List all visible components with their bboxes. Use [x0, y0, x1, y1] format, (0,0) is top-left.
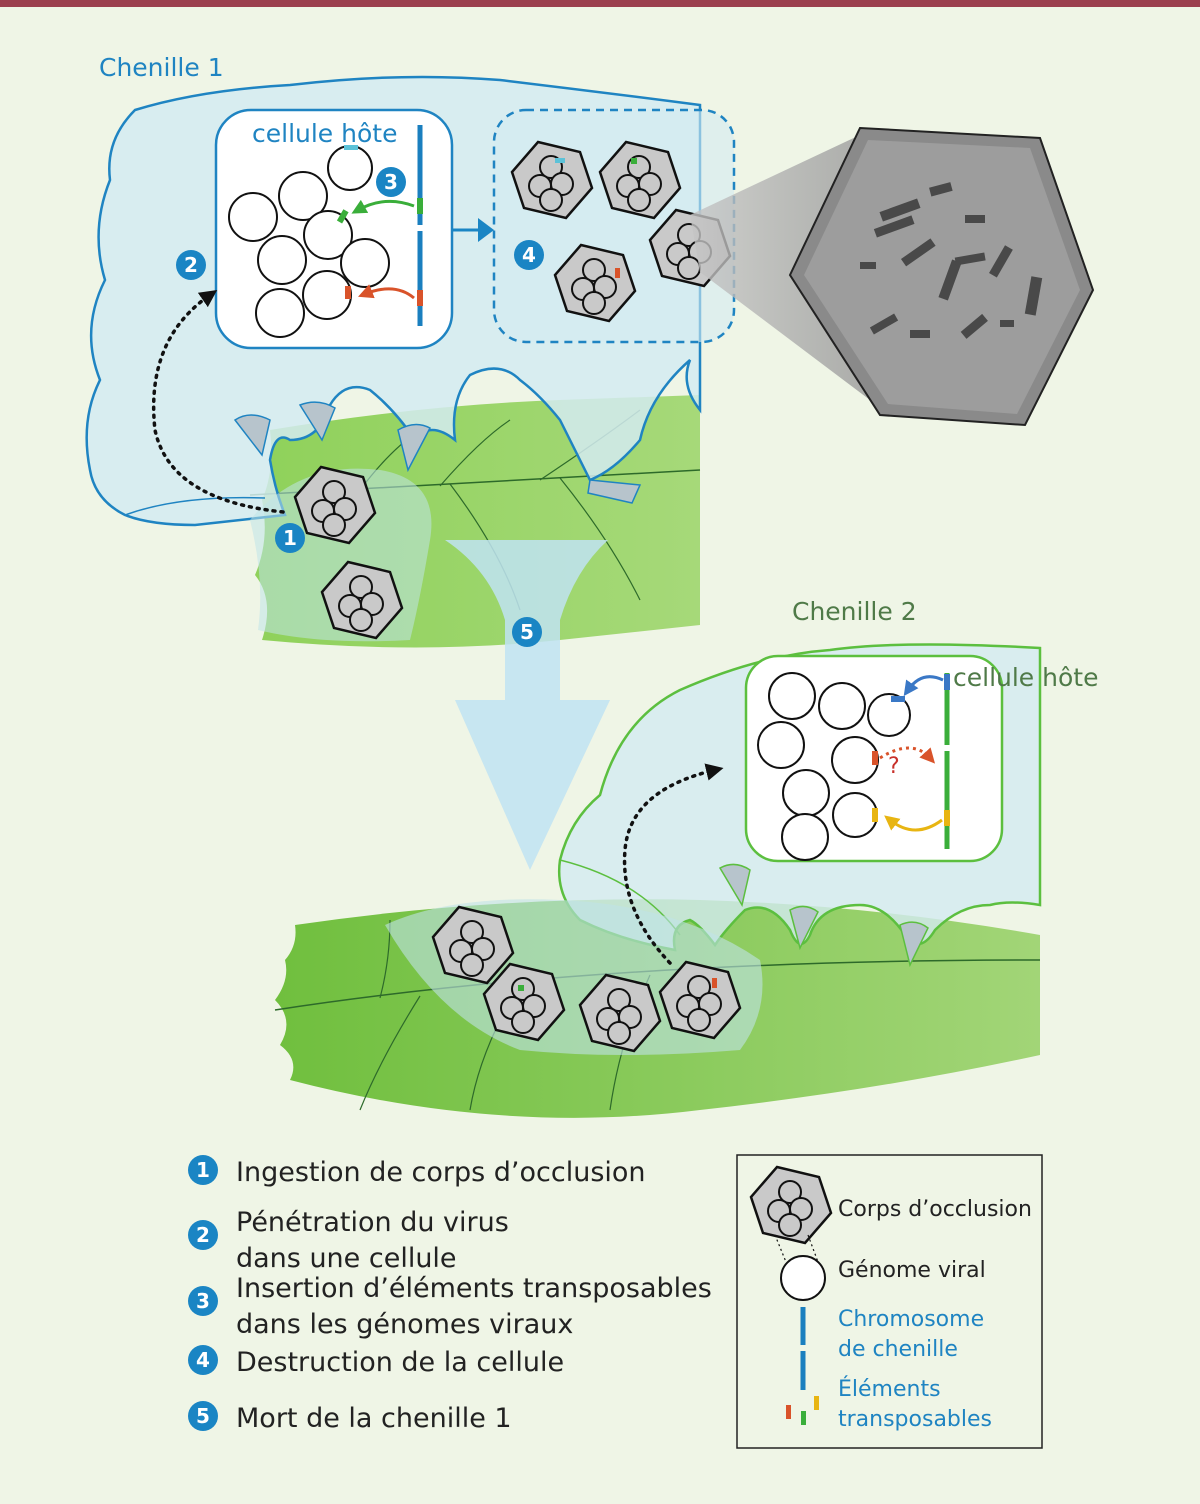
micrograph-inner [804, 140, 1080, 414]
caterpillar-1-head-line [124, 496, 266, 516]
legend-step-5: 5 Mort de la chenille 1 [188, 1401, 716, 1437]
te-red-ob-2 [712, 978, 717, 988]
te-yellow-chromosome-2 [944, 810, 950, 826]
host-cell-1-label: cellule hôte [252, 119, 398, 148]
te-cyan-ob [555, 158, 565, 163]
caterpillar-2-proleg [789, 905, 819, 951]
key-te-green [801, 1411, 806, 1425]
te-green-genome [336, 209, 349, 224]
question-mark: ? [888, 754, 900, 779]
leaf-1-vein-b [439, 419, 511, 487]
caterpillar-1-proleg [298, 401, 336, 442]
legend-badge-5: 5 [188, 1401, 218, 1431]
te-blue-genome [891, 696, 905, 702]
viral-genomes-cell-2 [757, 672, 911, 861]
arrow-green-insertion [351, 199, 415, 214]
step-badge-1: 1 [275, 523, 305, 553]
te-red-genome [345, 286, 351, 299]
legend-step-3: 3 Insertion d’éléments transposables dan… [188, 1271, 716, 1343]
dotted-arrow-penetration-2 [622, 763, 724, 965]
arrow-destruction-head [478, 218, 494, 242]
legend-text-1: Ingestion de corps d’occlusion [236, 1157, 646, 1188]
arrow-blue-insertion [903, 675, 944, 697]
micrograph-virions [860, 182, 1043, 339]
te-green-ob-2 [518, 985, 524, 991]
te-red-chromosome-1 [417, 290, 423, 306]
caterpillar-2-proleg [718, 863, 751, 907]
te-green-ob [631, 158, 637, 164]
viral-genomes-cell-1 [228, 145, 390, 338]
caterpillar-1-proleg [587, 479, 642, 504]
key-chromosome-label: Chromosome de chenille [838, 1307, 985, 1362]
legend-text-5: Mort de la chenille 1 [236, 1403, 512, 1434]
leaf-1-vein-d [559, 477, 641, 601]
arrow-yellow-insertion [884, 815, 943, 832]
caterpillar-2-proleg [899, 921, 929, 968]
legend-text-2: Pénétration du virus dans une cellule [236, 1207, 509, 1274]
te-red-genome-2 [872, 751, 878, 765]
te-red-ob [615, 268, 620, 278]
legend-text-4: Destruction de la cellule [236, 1347, 565, 1378]
step-badge-2: 2 [176, 250, 206, 280]
caterpillar-1-proleg [233, 414, 271, 457]
key-transposable-label: Éléments transposables [838, 1377, 992, 1432]
legend-badge-1: 1 [188, 1155, 218, 1185]
host-cell-2-label: cellule hôte [953, 663, 1099, 692]
te-yellow-genome [872, 808, 878, 822]
key-te-yellow [814, 1396, 819, 1410]
step-badge-4: 4 [514, 240, 544, 270]
step-badge-3: 3 [376, 167, 406, 197]
transfer-funnel [445, 540, 610, 870]
legend-step-2: 2 Pénétration du virus dans une cellule [188, 1205, 526, 1277]
caterpillar-1-proleg [397, 423, 432, 473]
key-occlusion-body-label: Corps d’occlusion [838, 1197, 1032, 1222]
top-bar [0, 0, 1200, 7]
step-badge-5: 5 [512, 617, 542, 647]
legend-badge-2: 2 [188, 1220, 218, 1250]
te-green-chromosome-1 [417, 198, 423, 214]
legend-text-3: Insertion d’éléments transposables dans … [236, 1273, 712, 1340]
key-te-red [786, 1405, 791, 1419]
leaf-2-vein-d [359, 995, 421, 1111]
legend-step-4: 4 Destruction de la cellule [188, 1345, 716, 1381]
legend-badge-3: 3 [188, 1286, 218, 1316]
arrow-red-insertion [358, 284, 415, 300]
key-viral-genome-label: Génome viral [838, 1258, 986, 1283]
legend-badge-4: 4 [188, 1345, 218, 1375]
legend-step-1: 1 Ingestion de corps d’occlusion [188, 1155, 716, 1191]
dotted-arrow-penetration-1 [151, 290, 285, 514]
key-viral-genome-icon [780, 1255, 826, 1301]
te-cyan-genome [344, 145, 358, 150]
caterpillar-2-title: Chenille 2 [792, 597, 917, 626]
te-blue-chromosome-2 [944, 674, 950, 690]
arrow-red-question [879, 746, 936, 764]
caterpillar-1-title: Chenille 1 [99, 53, 224, 82]
